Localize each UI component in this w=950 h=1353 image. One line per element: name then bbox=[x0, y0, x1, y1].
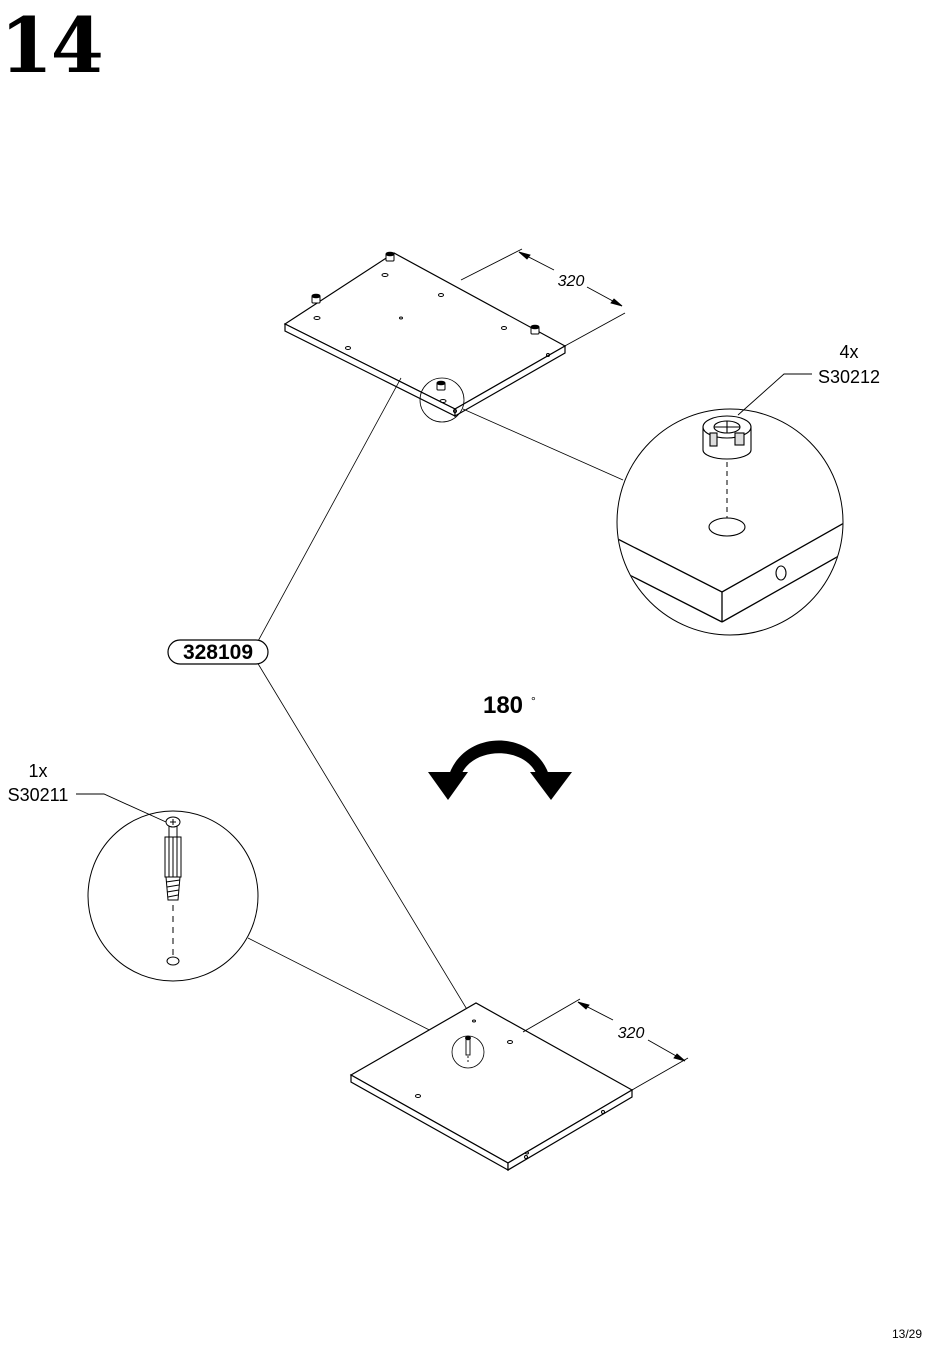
hardware-code-dowel: S30211 bbox=[8, 785, 69, 805]
page-number: 13/29 bbox=[892, 1327, 922, 1341]
zoom-detail-cam bbox=[600, 374, 860, 635]
bottom-panel bbox=[351, 1003, 632, 1170]
part-code-label: 328109 bbox=[183, 641, 253, 664]
cam-lock-icon bbox=[703, 416, 751, 459]
top-dimension-label: 320 bbox=[558, 273, 585, 290]
hardware-qty-cam: 4x bbox=[839, 342, 858, 362]
dowel-screw-icon bbox=[165, 817, 181, 900]
hardware-code-cam: S30212 bbox=[818, 367, 880, 387]
zoom-detail-dowel bbox=[76, 794, 455, 1043]
bottom-dimension-label: 320 bbox=[618, 1025, 645, 1042]
rotation-value: 180 bbox=[483, 692, 523, 719]
rotate-180-icon bbox=[428, 741, 572, 801]
hardware-qty-dowel: 1x bbox=[28, 761, 47, 781]
rotation-unit: ° bbox=[531, 694, 536, 708]
